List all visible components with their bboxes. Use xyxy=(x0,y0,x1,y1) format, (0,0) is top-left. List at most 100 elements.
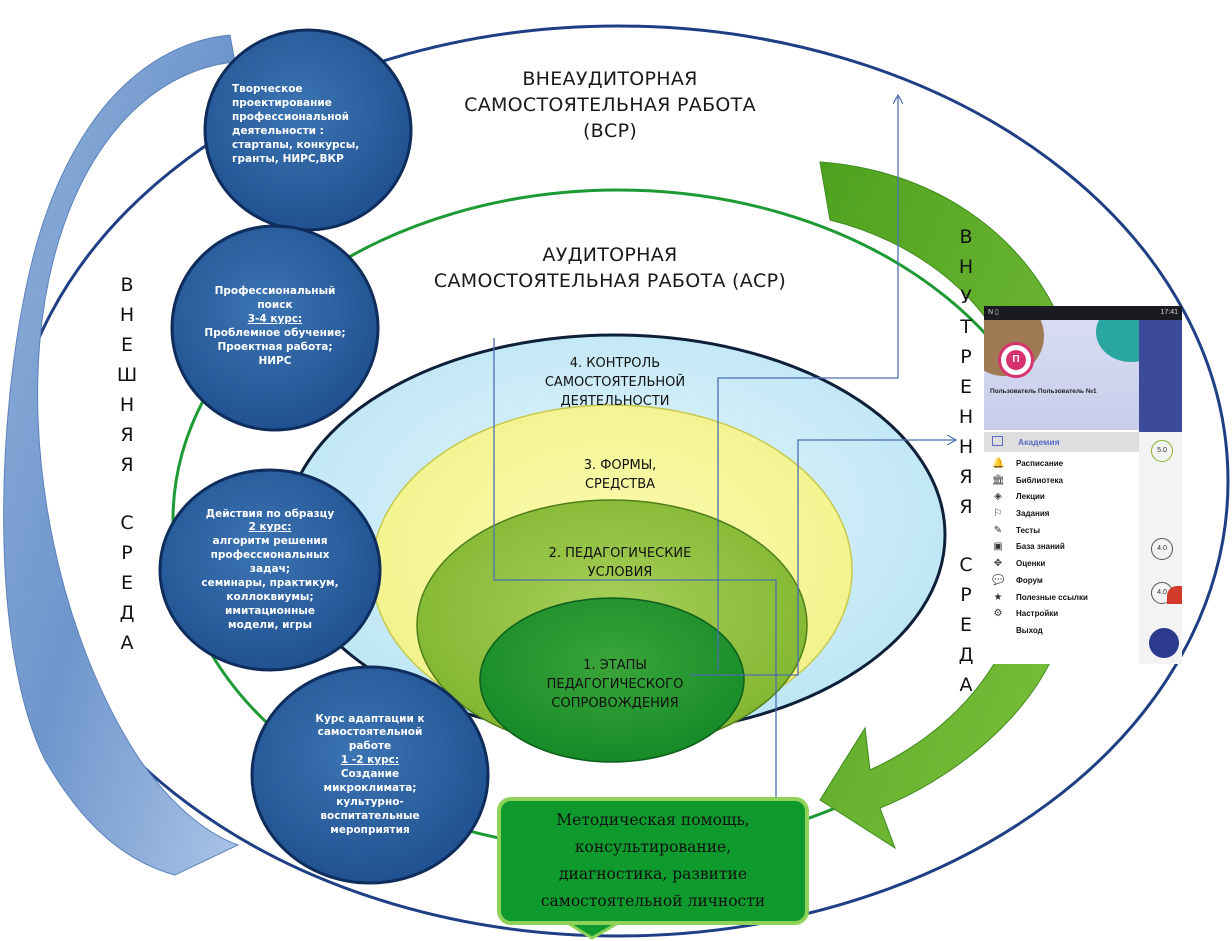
drawer-item[interactable]: ✥Оценки xyxy=(984,556,1139,573)
stage-text-line: проектирование xyxy=(232,97,332,110)
outer-zone-title-line: ВНЕАУДИТОРНАЯ xyxy=(522,68,698,90)
outer-zone-title-line: (ВСР) xyxy=(582,120,638,142)
grade-badge: 5.0 xyxy=(1151,440,1173,462)
internal-environment-letter: Н xyxy=(958,406,974,428)
drawer-item-label: Тесты xyxy=(1016,525,1041,535)
level-1-label: 1. ЭТАПЫ ПЕДАГОГИЧЕСКОГО СОПРОВОЖДЕНИЯ xyxy=(520,656,710,713)
level-1-label-line: ПЕДАГОГИЧЕСКОГО xyxy=(546,677,684,692)
internal-environment-letter: Я xyxy=(959,466,973,488)
stage-text-line: НИРС xyxy=(258,354,292,367)
tasks-icon: ⚐ xyxy=(993,508,1003,520)
level-2-label-line: УСЛОВИЯ xyxy=(587,565,653,580)
external-environment-letter: Р xyxy=(121,542,133,564)
internal-environment-letter: В xyxy=(959,226,973,248)
level-4-label-line: САМОСТОЯТЕЛЬНОЙ xyxy=(544,375,686,390)
internal-environment-letter: Е xyxy=(959,376,972,398)
stage-text-line: мероприятия xyxy=(330,823,410,836)
navigation-drawer: П Пользователь Пользователь №1 Академия … xyxy=(984,320,1139,664)
external-environment-letter: Я xyxy=(120,424,134,446)
stage-text-line: микроклимата; xyxy=(323,781,417,794)
level-3-label: 3. ФОРМЫ, СРЕДСТВА xyxy=(530,456,710,494)
external-environment-letter: Е xyxy=(120,572,133,594)
avatar-letter: П xyxy=(1006,350,1026,370)
outer-zone-title: ВНЕАУДИТОРНАЯ САМОСТОЯТЕЛЬНАЯ РАБОТА (ВС… xyxy=(440,66,780,144)
internal-environment-letter: С xyxy=(959,554,973,576)
floating-action-button[interactable] xyxy=(1149,628,1179,658)
stage-text-line: стартапы, конкурсы, xyxy=(232,138,360,151)
ring-level-1 xyxy=(479,597,745,763)
tests-icon: ✎ xyxy=(993,524,1003,536)
method-box-line: самостоятельной личности xyxy=(540,892,766,910)
drawer-item[interactable]: ⚐ Задания xyxy=(984,506,1139,523)
avatar[interactable]: П xyxy=(998,342,1034,378)
level-4-label-line: 4. КОНТРОЛЬ xyxy=(569,356,661,371)
level-4-label-line: ДЕЯТЕЛЬНОСТИ xyxy=(560,394,670,409)
level-3-label-line: 3. ФОРМЫ, xyxy=(583,458,657,473)
status-bar: N ▯ 17:41 xyxy=(984,306,1182,320)
stage-text-line: деятельности : xyxy=(232,125,324,137)
drawer-item[interactable]: 🔔Расписание xyxy=(984,456,1139,473)
drawer-item-academy[interactable]: Академия xyxy=(984,432,1139,452)
external-environment-letter: Д xyxy=(119,602,135,624)
drawer-item[interactable]: ⚙ Настройки xyxy=(984,606,1139,623)
knowledge-base-icon: ▣ xyxy=(993,541,1003,553)
forum-icon: 💬 xyxy=(992,574,1005,586)
user-name: Пользователь Пользователь №1 xyxy=(990,388,1097,395)
stage-circle-search xyxy=(170,224,380,432)
stage-text-line: гранты, НИРС,ВКР xyxy=(232,152,344,165)
drawer-item-label: Задания xyxy=(1016,509,1050,519)
internal-environment-letter: Д xyxy=(958,644,974,666)
stage-text-line: воспитательные xyxy=(320,809,420,822)
drawer-item-label: Выход xyxy=(1016,625,1043,635)
stage-text-line: Действия по образцу xyxy=(205,507,335,520)
drawer-item-label: Полезные ссылки xyxy=(1016,592,1088,602)
drawer-item-label: Настройки xyxy=(1016,609,1059,619)
connector-line-method xyxy=(493,338,777,800)
drawer-item[interactable]: ★ Полезные ссылки xyxy=(984,590,1139,607)
star-icon: ★ xyxy=(993,591,1003,603)
method-box-line: Методическая помощь, xyxy=(556,811,750,829)
drawer-item[interactable]: 💬 Форум xyxy=(984,573,1139,590)
stage-text-line: Проектная работа; xyxy=(217,340,333,353)
drawer-item[interactable]: ✎ Тесты xyxy=(984,523,1139,540)
background-content: 5.0 4.0 4.0 xyxy=(1139,320,1182,664)
external-environment-letter: Н xyxy=(119,304,135,326)
internal-environment-letter: Р xyxy=(960,584,972,606)
stage-text-line: работе xyxy=(348,740,392,753)
stage-text-line: задач; xyxy=(249,563,291,576)
drawer-item[interactable]: ◈Лекции xyxy=(984,489,1139,506)
grades-icon: ✥ xyxy=(993,558,1003,570)
internal-environment-letter: Т xyxy=(960,316,972,338)
method-box-line: диагностика, развитие xyxy=(558,865,748,883)
external-environment-letter: Е xyxy=(120,334,133,356)
drawer-item-label: Форум xyxy=(1016,575,1043,585)
drawer-item[interactable]: Выход xyxy=(984,623,1139,640)
connector-line-vsr xyxy=(717,96,898,670)
internal-environment-letter: Е xyxy=(959,614,972,636)
stage-text-line: коллоквиумы; xyxy=(226,590,314,603)
method-box-line: консультирование, xyxy=(574,838,732,856)
internal-environment-letter: У xyxy=(960,286,972,308)
external-environment-arrow xyxy=(3,34,240,876)
drawer-item[interactable]: ▣ База знаний xyxy=(984,539,1139,556)
stage-circle-adaptation xyxy=(250,665,490,885)
drawer-item[interactable]: 🏛Библиотека xyxy=(984,473,1139,490)
settings-icon: ⚙ xyxy=(993,608,1003,620)
internal-environment-letter: Я xyxy=(959,496,973,518)
level-1-label-line: 1. ЭТАПЫ xyxy=(583,658,647,673)
methodical-help-box: Методическая помощь, консультирование, д… xyxy=(497,797,809,925)
level-4-label: 4. КОНТРОЛЬ САМОСТОЯТЕЛЬНОЙ ДЕЯТЕЛЬНОСТИ xyxy=(520,354,710,411)
inner-zone-title-line: САМОСТОЯТЕЛЬНАЯ РАБОТА (АСР) xyxy=(433,270,787,292)
stage-text-line: профессиональной xyxy=(232,111,350,124)
drawer-item-label: База знаний xyxy=(1016,542,1065,552)
external-environment-letter: В xyxy=(120,274,134,296)
stage-text-line: самостоятельной xyxy=(317,726,423,739)
stage-text-line: алгоритм решения xyxy=(212,535,328,548)
grade-badge: 4.0 xyxy=(1151,538,1173,560)
library-icon: 🏛 xyxy=(992,474,1005,486)
